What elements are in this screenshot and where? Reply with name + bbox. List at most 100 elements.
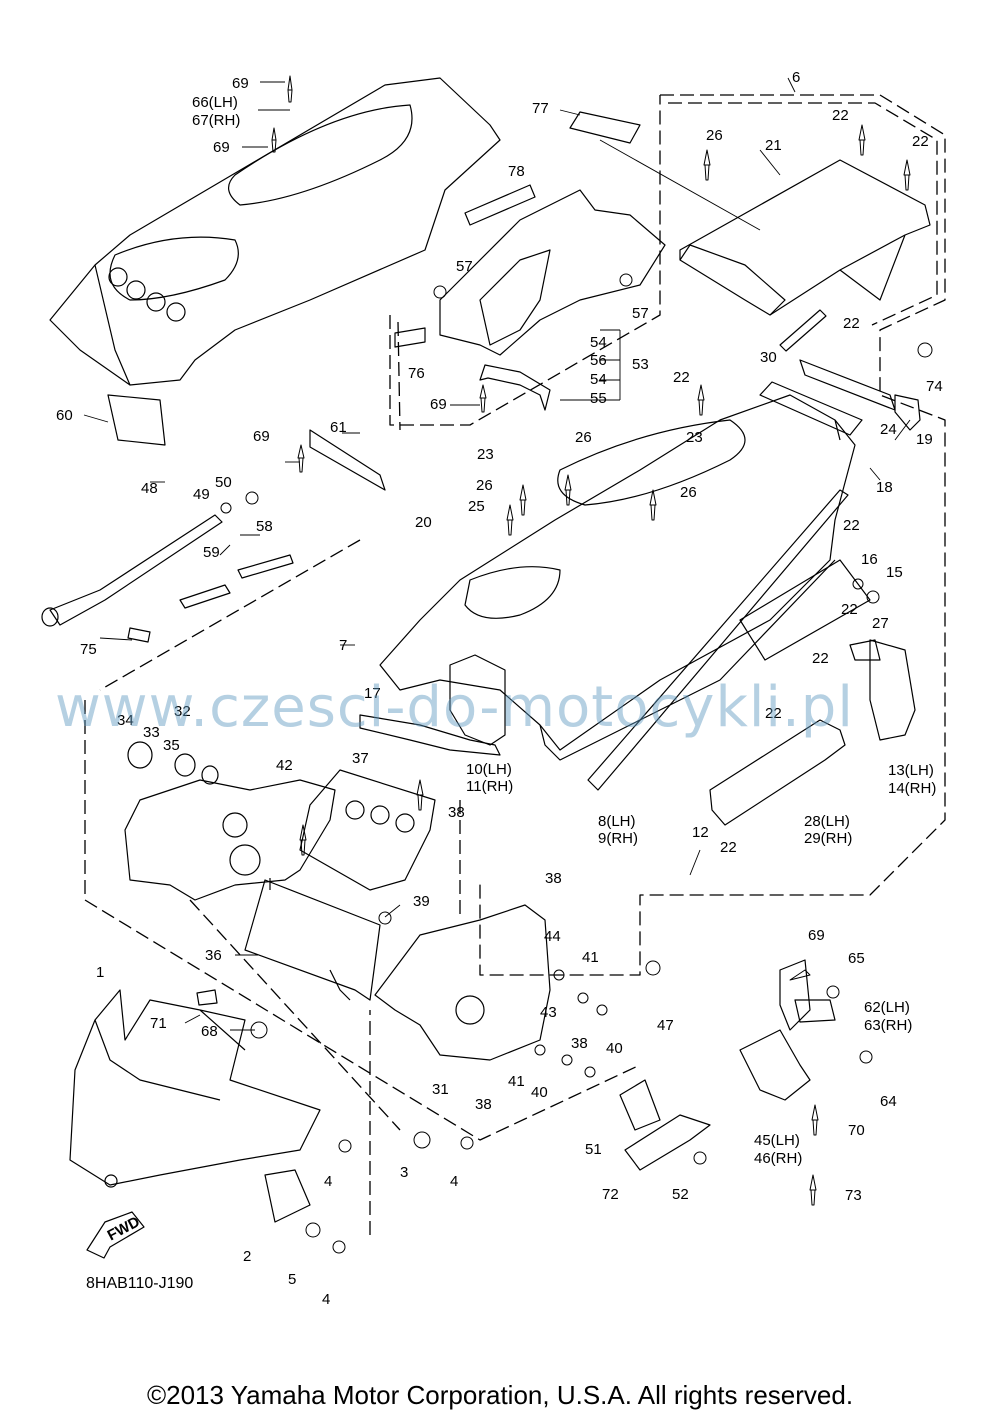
part-59-pad	[179, 584, 231, 609]
copyright-notice: ©2013 Yamaha Motor Corporation, U.S.A. A…	[146, 1380, 854, 1410]
callout-23a: 23	[477, 446, 494, 463]
callout-69c: 69	[430, 396, 447, 413]
seat-pan-upper-center	[439, 189, 666, 356]
callout-22b: 22	[912, 133, 929, 150]
callout-35: 35	[163, 737, 180, 754]
callout-59: 59	[203, 544, 220, 561]
callout-26d: 26	[680, 484, 697, 501]
part-21-rear-flap	[679, 159, 931, 316]
callout-32: 32	[174, 703, 191, 720]
callout-18: 18	[876, 479, 893, 496]
callout-26c: 26	[476, 477, 493, 494]
part-36-heat-exchanger	[244, 878, 381, 1001]
callout-42: 42	[276, 757, 293, 774]
callout-49: 49	[193, 486, 210, 503]
callout-71: 71	[150, 1015, 167, 1032]
callout-40b: 40	[531, 1084, 548, 1101]
callout-43: 43	[540, 1004, 557, 1021]
callout-1: 1	[96, 964, 104, 981]
callout-5: 5	[288, 1271, 296, 1288]
main-tunnel	[379, 394, 856, 761]
callout-65: 65	[848, 950, 865, 967]
callout-24: 24	[880, 421, 897, 438]
part-62-bracket	[794, 999, 836, 1023]
callout-52: 52	[672, 1186, 689, 1203]
part-1-front-frame	[69, 989, 321, 1188]
callout-73: 73	[845, 1187, 862, 1204]
part-33-bearing	[174, 753, 196, 777]
callout-26b: 26	[575, 429, 592, 446]
callout-41a: 41	[582, 949, 599, 966]
callout-37: 37	[352, 750, 369, 767]
callout-7: 7	[339, 637, 347, 654]
callout-31: 31	[432, 1081, 449, 1098]
callout-45: 45(LH)	[754, 1132, 800, 1149]
part-35-washer	[201, 765, 219, 785]
diagram-code: 8HAB110-J190	[86, 1275, 193, 1292]
part-34-ring	[127, 741, 153, 769]
part-58-pad	[237, 554, 294, 579]
callout-69a: 69	[232, 75, 249, 92]
part-45-footrest-plate	[739, 959, 811, 1101]
part-32-bulkhead-plate	[124, 779, 336, 901]
part-78-sticker	[464, 184, 536, 226]
callout-41b: 41	[508, 1073, 525, 1090]
callout-69b: 69	[213, 139, 230, 156]
callout-76: 76	[408, 365, 425, 382]
part-8-rail	[587, 489, 849, 791]
callout-57a: 57	[456, 258, 473, 275]
callout-33: 33	[143, 724, 160, 741]
callout-14: 14(RH)	[888, 780, 936, 797]
part-37-plate	[299, 769, 436, 891]
callout-38d: 38	[475, 1096, 492, 1113]
callout-29: 29(RH)	[804, 830, 852, 847]
callout-55: 55	[590, 390, 607, 407]
callout-22e: 22	[843, 517, 860, 534]
callout-51: 51	[585, 1141, 602, 1158]
callout-22g: 22	[812, 650, 829, 667]
fwd-arrow-icon	[86, 1211, 145, 1259]
callout-69e: 69	[808, 927, 825, 944]
callout-4c: 4	[322, 1291, 330, 1308]
callout-19: 19	[916, 431, 933, 448]
callout-56: 56	[590, 352, 607, 369]
callout-60: 60	[56, 407, 73, 424]
callout-22h: 22	[765, 705, 782, 722]
part-28-running-board	[709, 559, 871, 826]
part-17-bracket	[359, 714, 501, 756]
callout-40a: 40	[606, 1040, 623, 1057]
callout-27: 27	[872, 615, 889, 632]
callout-47: 47	[657, 1017, 674, 1034]
callout-22i: 22	[720, 839, 737, 856]
callout-38c: 38	[571, 1035, 588, 1052]
callout-77: 77	[532, 100, 549, 117]
callout-36: 36	[205, 947, 222, 964]
callout-22a: 22	[832, 107, 849, 124]
callout-22c: 22	[843, 315, 860, 332]
callout-12: 12	[692, 824, 709, 841]
callout-10: 10(LH)	[466, 761, 512, 778]
part-19-bracket	[894, 394, 921, 431]
part-72-guard	[624, 1114, 711, 1171]
rear-tunnel-upper-left	[49, 77, 501, 386]
part-24-bracket	[759, 359, 896, 436]
callout-61: 61	[330, 419, 347, 436]
callout-3: 3	[400, 1164, 408, 1181]
callout-9: 9(RH)	[598, 830, 638, 847]
callout-34: 34	[117, 712, 134, 729]
part-30-strip	[779, 309, 827, 352]
callout-28: 28(LH)	[804, 813, 850, 830]
callout-4a: 4	[324, 1173, 332, 1190]
part-2-bracket	[264, 1169, 311, 1223]
callout-75: 75	[80, 641, 97, 658]
callout-38a: 38	[448, 804, 465, 821]
callout-30: 30	[760, 349, 777, 366]
callout-38b: 38	[545, 870, 562, 887]
callout-54b: 54	[590, 371, 607, 388]
callout-15: 15	[886, 564, 903, 581]
part-60-plate	[107, 394, 166, 446]
callout-22d: 22	[673, 369, 690, 386]
leader-lines	[83, 77, 911, 1031]
callout-67: 67(RH)	[192, 112, 240, 129]
